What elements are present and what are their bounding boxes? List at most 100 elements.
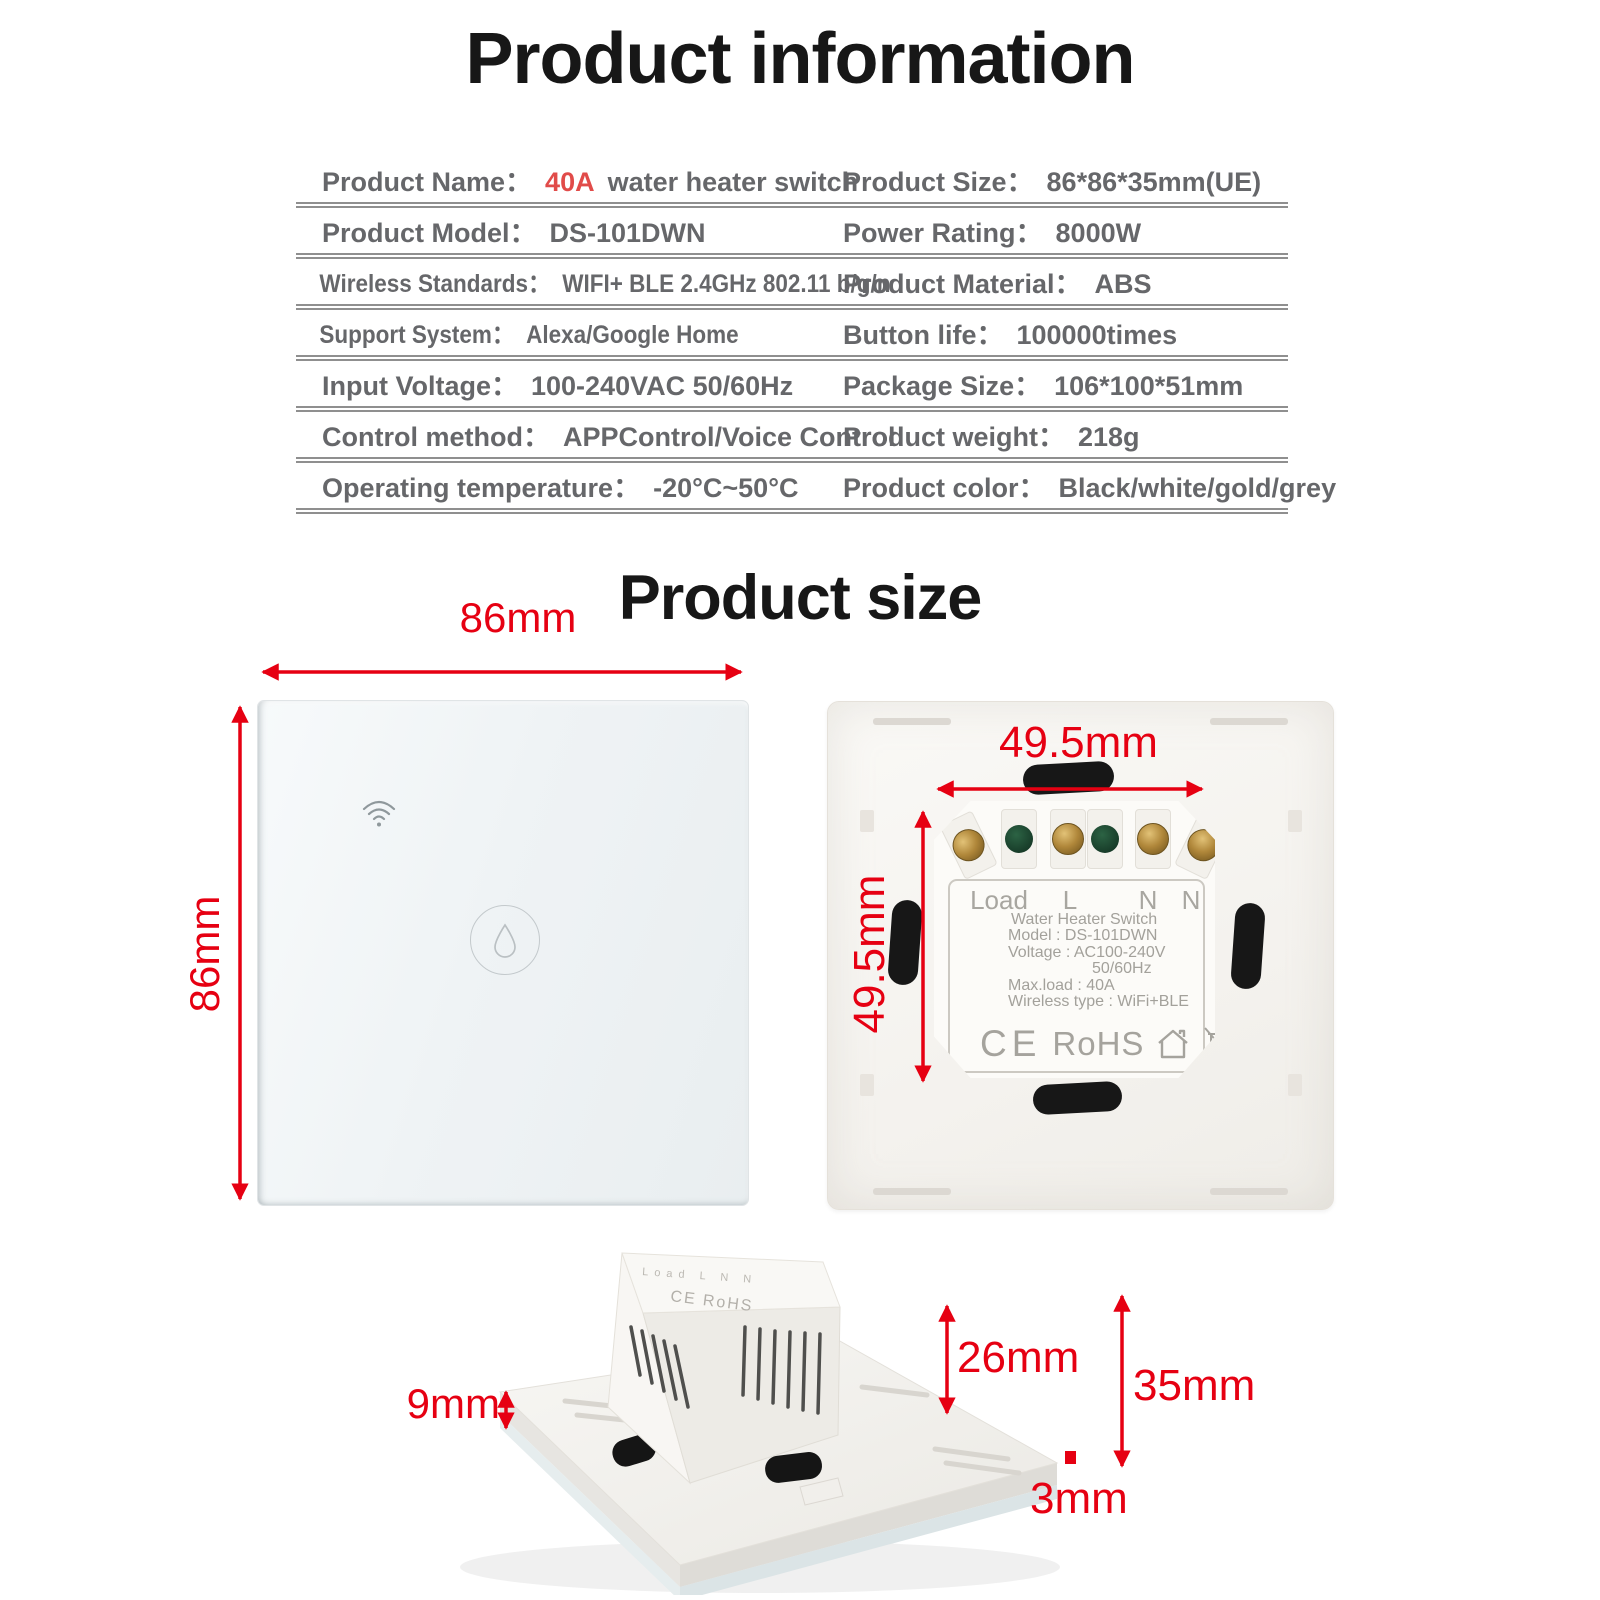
edge-slot <box>860 810 874 832</box>
bezel-tick <box>1065 1451 1076 1464</box>
spec-cell: Product weight：218g <box>843 415 1288 454</box>
module-text-line: Water Heater Switch <box>1011 911 1158 928</box>
spec-value: -20°C~50°C <box>653 473 799 503</box>
table-row: Support System：Alexa/Google Home Button … <box>296 310 1288 355</box>
table-row: Control method：APPControl/Voice Control … <box>296 412 1288 457</box>
water-drop-icon <box>494 923 516 958</box>
page-title: Product information <box>465 19 1136 99</box>
module-spec-text: Water Heater Switch Model : DS-101DWN Vo… <box>1008 911 1189 1011</box>
terminal-load <box>939 810 998 881</box>
spec-label: Power Rating： <box>843 218 1043 248</box>
spec-label: Product weight： <box>843 422 1065 452</box>
module-text-line: Wireless type : WiFi+BLE <box>1008 993 1189 1011</box>
dimension-label-front-height: 86mm <box>181 895 228 1013</box>
row-divider <box>296 304 1288 310</box>
edge-slot <box>1288 810 1302 832</box>
dimension-label-glass-thickness: 9mm <box>406 1380 500 1427</box>
row-divider <box>296 355 1288 361</box>
mounting-slot <box>1032 1080 1123 1116</box>
plate-slits <box>562 1384 1022 1476</box>
row-divider <box>296 253 1288 259</box>
spec-cell: Product Model： DS-101DWN <box>296 211 843 250</box>
terminal-label: Load <box>970 885 1028 915</box>
indicator-dot-icon <box>1091 825 1119 853</box>
screw-terminal-icon <box>1182 823 1215 867</box>
spec-value-highlight: 40A <box>545 167 595 197</box>
module-text-line: 50/60Hz <box>1092 960 1152 978</box>
terminal-indicator <box>1087 809 1123 869</box>
row-divider <box>296 457 1288 463</box>
module-left-face <box>607 1252 691 1485</box>
drop-shadow <box>460 1541 1060 1593</box>
terminal-indicator <box>1001 809 1037 869</box>
module-label-frame <box>948 879 1205 1073</box>
spec-value: water heater switch <box>607 167 859 197</box>
spec-label: Operating temperature： <box>322 473 641 503</box>
ce-mark: CE <box>980 1023 1042 1064</box>
spec-label: Package Size： <box>843 371 1042 401</box>
section-title-product-size: Product size <box>618 563 983 633</box>
spec-value: 100000times <box>1016 320 1178 350</box>
terminal-label: L <box>1062 885 1078 915</box>
screw-slit <box>873 718 951 725</box>
table-row: Product Model： DS-101DWN Power Rating： 800… <box>296 208 1288 253</box>
crossed-bin-icon <box>1204 1027 1215 1059</box>
spec-label: Product Material： <box>843 269 1082 299</box>
spec-cell: Button life： 100000times <box>843 313 1288 352</box>
vent-slits <box>741 1325 822 1415</box>
spec-cell: Wireless Standards：WIFI+ BLE 2.4GHz 802.… <box>296 264 890 300</box>
screw-terminal-icon <box>947 823 990 867</box>
mounting-slot <box>1230 902 1266 990</box>
screw-terminal-icon <box>1137 823 1169 855</box>
terminal-n1 <box>1135 809 1171 869</box>
screw-slit <box>1210 1188 1288 1195</box>
spec-value: 86*86*35mm(UE) <box>1046 167 1262 197</box>
spec-value: 8000W <box>1055 218 1142 248</box>
wifi-icon <box>362 800 396 827</box>
dimension-label-back-height: 49.5mm <box>845 874 894 1034</box>
edge-slot <box>860 1074 874 1096</box>
spec-cell: Product color：Black/white/gold/grey <box>843 466 1336 505</box>
plate-edge <box>500 1392 680 1587</box>
glass-edge <box>500 1414 680 1595</box>
spec-cell: Operating temperature： -20°C~50°C <box>296 466 843 505</box>
spec-cell: Control method：APPControl/Voice Control <box>296 415 896 454</box>
certification-marks: CE RoHS <box>980 1023 1215 1065</box>
indicator-dot-icon <box>1005 825 1033 853</box>
mounting-slot <box>612 1434 656 1467</box>
module-top-terminals-text: Load L N N <box>642 1266 758 1286</box>
spec-value: WIFI+ BLE 2.4GHz 802.11 b/g/n <box>562 269 891 298</box>
switch-module: Load L N N Water Heater Switch Model : D… <box>934 801 1215 1078</box>
spec-value: 100-240VAC 50/60Hz <box>531 371 794 401</box>
spec-label: Button life： <box>843 320 1004 350</box>
terminal-label: N <box>1138 885 1158 915</box>
spec-value: DS-101DWN <box>549 218 706 248</box>
terminal-l <box>1050 809 1086 869</box>
spec-cell: Input Voltage：100-240VAC 50/60Hz <box>296 364 843 403</box>
spec-value: ABS <box>1094 269 1152 299</box>
dimension-label-back-width: 49.5mm <box>999 718 1158 767</box>
spec-cell: Product Size： 86*86*35mm(UE) <box>843 160 1288 199</box>
table-row: Input Voltage：100-240VAC 50/60Hz Package… <box>296 361 1288 406</box>
row-divider <box>296 406 1288 412</box>
screw-slit <box>1210 718 1288 725</box>
module-front-face <box>642 1306 841 1484</box>
module-text-line: Model : DS-101DWN <box>1008 927 1158 945</box>
screw-terminal-icon <box>1052 823 1084 855</box>
row-divider <box>296 508 1288 514</box>
module-text-line: Max.load : 40A <box>1008 976 1115 994</box>
spec-label: Product Size： <box>843 167 1034 197</box>
spec-label: Product Model： <box>322 218 537 248</box>
spec-cell: Package Size： 106*100*51mm <box>843 364 1288 403</box>
spec-cell: Power Rating： 8000W <box>843 211 1288 250</box>
row-divider <box>296 202 1288 208</box>
spec-value: APPControl/Voice Control <box>562 422 896 452</box>
switch-front-view <box>257 700 749 1206</box>
spec-value: 106*100*51mm <box>1054 371 1244 401</box>
plate-edge <box>680 1463 1057 1587</box>
dimension-label-bezel: 3mm <box>1030 1474 1128 1523</box>
vent-slits <box>629 1325 690 1409</box>
spec-cell: Product Material： ABS <box>843 262 1288 301</box>
